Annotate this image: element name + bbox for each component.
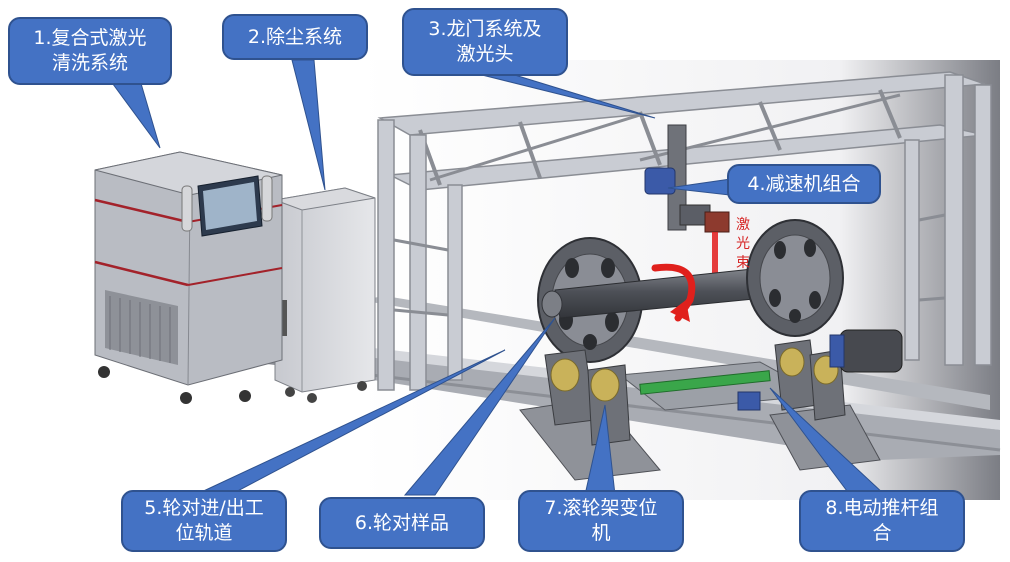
callout-dust-removal: 2.除尘系统 [222, 14, 368, 60]
laser-cleaning-machine [94, 151, 283, 404]
dust-removal-cabinet [273, 187, 376, 403]
laser-beam [712, 232, 718, 280]
callout-pushrod-assembly: 8.电动推杆组 合 [799, 490, 965, 552]
callout-leaders [109, 59, 887, 496]
callout-wheelset-track: 5.轮对进/出工 位轨道 [121, 490, 287, 552]
rotation-arrow-head [670, 300, 690, 322]
drive-motor [829, 329, 903, 373]
callout-roller-positioner: 7.滚轮架变位 机 [518, 490, 684, 552]
laser-beam-label-1: 激 [736, 217, 750, 233]
callout-gantry-laser-head: 3.龙门系统及 激光头 [402, 8, 568, 76]
reducer-and-laser-head [644, 124, 730, 233]
callout-laser-cleaning-system: 1.复合式激光 清洗系统 [8, 17, 172, 85]
wheel-right [746, 219, 844, 337]
laser-beam-label-3: 束 [736, 255, 750, 271]
callout-reducer-assembly: 4.减速机组合 [727, 164, 881, 204]
gantry-frame [377, 71, 992, 391]
callout-wheelset-sample: 6.轮对样品 [319, 497, 485, 549]
laser-beam-label-2: 光 [736, 236, 750, 252]
